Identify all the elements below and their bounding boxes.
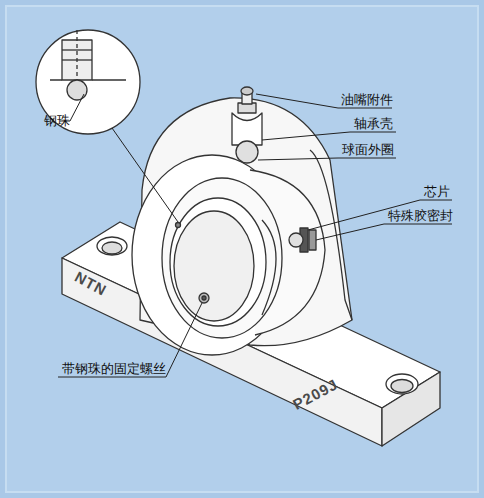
screw-thread bbox=[62, 59, 92, 60]
bolt-hole bbox=[97, 237, 127, 255]
centerline bbox=[76, 30, 77, 80]
part-name: 轴承壳 bbox=[354, 116, 393, 131]
part-name: 球面外圈 bbox=[342, 142, 394, 157]
grease-fitting-cap bbox=[241, 87, 253, 95]
set-screw-hex bbox=[202, 296, 206, 300]
outer-ring-face bbox=[162, 178, 282, 338]
detail-inset bbox=[36, 30, 140, 134]
bolt-hole-inner bbox=[102, 242, 122, 254]
part-name: 带钢珠的固定螺丝 bbox=[62, 361, 166, 376]
inner-ring bbox=[170, 198, 266, 326]
screw-thread bbox=[62, 49, 92, 50]
rubber-seal bbox=[309, 230, 316, 250]
part-name: 特殊胶密封 bbox=[388, 208, 453, 223]
set-screw bbox=[199, 293, 209, 303]
leader-line bbox=[112, 128, 178, 222]
bore bbox=[174, 211, 254, 321]
leader-line bbox=[58, 303, 202, 377]
steel-ball bbox=[67, 80, 87, 100]
ball bbox=[289, 233, 303, 247]
bolt-hole-inner bbox=[391, 380, 413, 393]
leader-line bbox=[308, 200, 452, 230]
part-name: 芯片 bbox=[424, 184, 450, 199]
part-name: 钢珠 bbox=[44, 113, 70, 128]
ball bbox=[236, 141, 258, 163]
bolt-hole bbox=[386, 374, 418, 394]
set-screw-hole bbox=[176, 223, 181, 228]
panel bbox=[6, 6, 478, 492]
housing-cutaway bbox=[232, 113, 262, 145]
leader-line bbox=[316, 224, 452, 240]
housing-line bbox=[50, 79, 126, 80]
leader-line bbox=[262, 132, 396, 140]
inner-ring-edge bbox=[262, 220, 276, 315]
part-name: 油嘴附件 bbox=[341, 92, 393, 107]
housing-edge bbox=[310, 150, 352, 320]
leader-line bbox=[258, 158, 396, 160]
base-end bbox=[382, 372, 440, 446]
